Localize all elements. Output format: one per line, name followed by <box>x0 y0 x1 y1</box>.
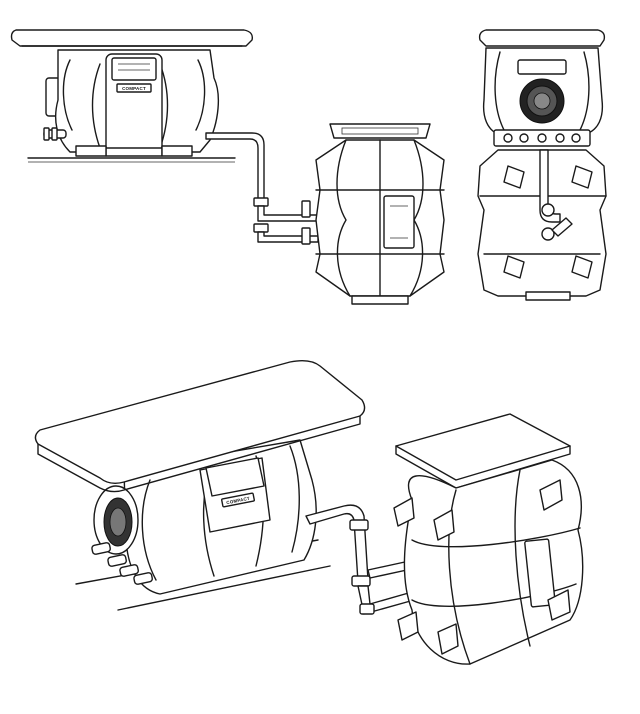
pipe-union <box>253 223 269 233</box>
manifold-port <box>555 133 565 143</box>
side-port <box>547 589 571 621</box>
front-view <box>477 29 607 301</box>
pipe-union <box>351 575 371 587</box>
top-tray <box>478 29 606 47</box>
side-port <box>503 255 525 279</box>
body-contour <box>62 59 73 131</box>
manifold-port <box>571 133 581 143</box>
brand-label: COMPACT <box>226 496 250 505</box>
floor-rail <box>117 565 331 611</box>
side-port <box>397 611 419 641</box>
side-port <box>571 165 593 189</box>
manifold-port <box>537 133 547 143</box>
inlet-fittings <box>91 542 153 585</box>
side-port <box>571 255 593 279</box>
foot <box>75 145 107 157</box>
side-port <box>437 623 459 655</box>
pipe-elbow <box>541 203 555 217</box>
side-port <box>433 509 455 541</box>
tank-lid <box>329 123 431 139</box>
pipe-union <box>253 197 269 207</box>
side-port <box>393 497 415 527</box>
tank-base <box>525 291 571 301</box>
brand-label: COMPACT <box>122 86 146 91</box>
body-contour <box>91 63 101 149</box>
tank-base <box>351 295 409 305</box>
label-plate <box>221 492 255 508</box>
pipe-elbow <box>541 227 555 241</box>
label-plate <box>116 83 152 93</box>
housing-lid <box>517 59 567 75</box>
side-view: COMPACT <box>10 29 445 305</box>
manifold-port <box>503 133 513 143</box>
tank-bracket <box>524 538 556 608</box>
side-port <box>539 479 563 511</box>
pipe-union <box>359 603 375 615</box>
tank-bracket <box>383 195 415 249</box>
housing-lid <box>111 57 157 81</box>
side-port <box>503 165 525 189</box>
connecting-pipe <box>305 504 369 583</box>
connecting-pipe <box>205 132 265 201</box>
isometric-view: COMPACT <box>34 359 584 665</box>
top-tray <box>10 29 254 47</box>
housing-lid <box>205 457 265 497</box>
body-contour <box>195 59 206 131</box>
foot <box>161 145 193 157</box>
housing-base <box>105 147 163 157</box>
pipe-union <box>349 519 369 531</box>
manifold-port <box>519 133 529 143</box>
